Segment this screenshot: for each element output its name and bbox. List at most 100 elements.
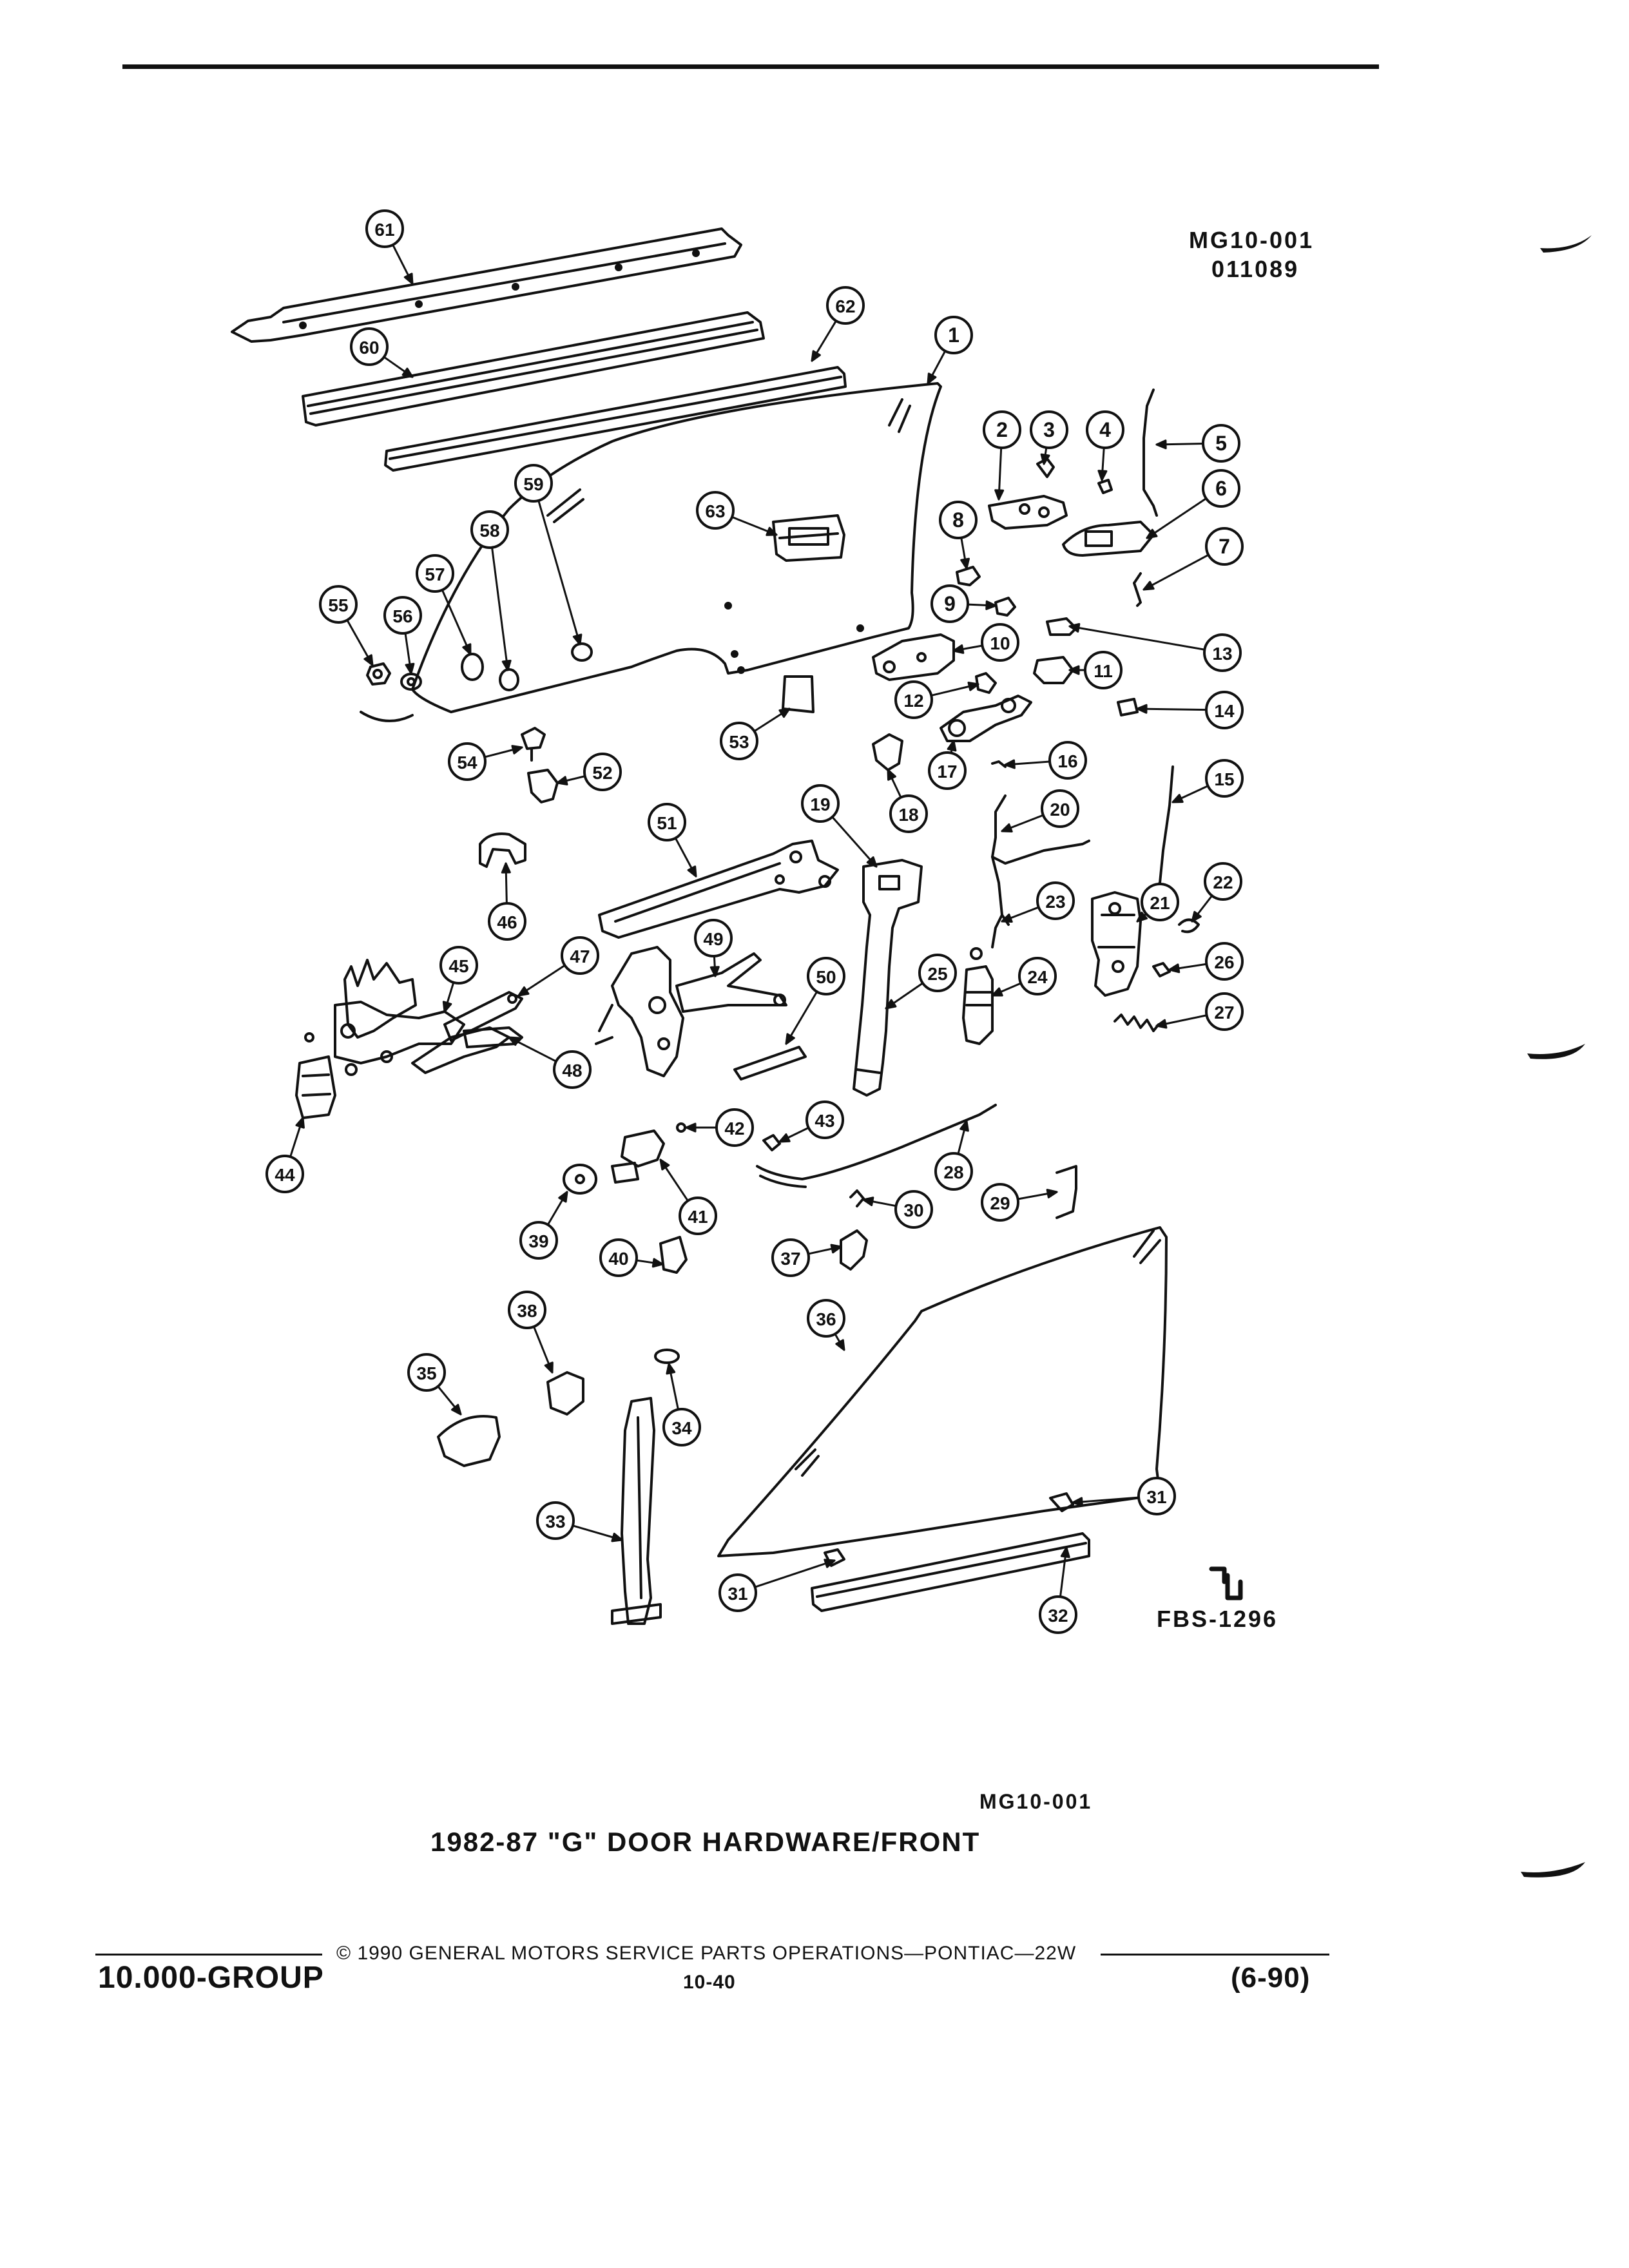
callout-circle <box>894 680 933 719</box>
regulator-arm-part <box>598 840 839 939</box>
handle-rod-part <box>991 794 1090 865</box>
latch-parts-part <box>872 617 1139 716</box>
callout-number: 52 <box>592 763 612 783</box>
callout-number: 60 <box>359 338 379 358</box>
leader-arrow-36 <box>835 1339 845 1351</box>
callout-63: 63 <box>696 491 735 530</box>
lock-rod-part <box>1142 389 1158 517</box>
callout-19: 19 <box>801 784 840 823</box>
callout-circle <box>1205 992 1244 1031</box>
footer-rule-right <box>1101 1954 1329 1956</box>
callout-56: 56 <box>383 596 422 635</box>
callout-16: 16 <box>1048 741 1087 780</box>
leader-arrow-18 <box>887 769 896 781</box>
callout-circle <box>599 1238 638 1277</box>
leader-arrow-5 <box>1155 439 1167 450</box>
callout-24: 24 <box>1018 957 1057 995</box>
leader-arrow-30 <box>862 1196 874 1207</box>
callout-circle <box>1039 1595 1077 1634</box>
callout-54: 54 <box>448 742 487 781</box>
callout-circle <box>416 554 454 593</box>
leader-arrow-27 <box>1155 1019 1168 1029</box>
callout-number: 8 <box>952 508 964 532</box>
clip-rod-part <box>1133 572 1142 607</box>
callout-number: 50 <box>816 967 836 987</box>
callout-circle <box>1202 424 1240 463</box>
spring-clip-part <box>1178 918 1200 934</box>
callout-number: 37 <box>780 1249 800 1269</box>
run-channel-part <box>853 859 923 1097</box>
callout-circle <box>439 946 478 985</box>
leader-arrow-58 <box>501 659 512 671</box>
callout-number: 61 <box>374 220 394 240</box>
leader-arrow-7 <box>1142 581 1155 591</box>
callout-21: 21 <box>1141 883 1179 921</box>
callout-circle <box>679 1196 717 1235</box>
callout-number: 19 <box>810 794 830 814</box>
callout-circle <box>1205 759 1244 798</box>
bottom-channel-part <box>811 1532 1090 1612</box>
window-stop-part <box>840 1229 868 1271</box>
callout-37: 37 <box>771 1238 810 1277</box>
leader-arrow-38 <box>544 1361 554 1374</box>
leader-arrow-2 <box>994 489 1005 501</box>
leader-arrow-35 <box>451 1403 462 1416</box>
callout-number: 38 <box>517 1301 537 1321</box>
leader-arrow-40 <box>651 1258 664 1268</box>
callout-number: 3 <box>1043 418 1055 441</box>
page-title: 1982-87 "G" DOOR HARDWARE/FRONT <box>430 1827 981 1857</box>
callout-number: 48 <box>562 1061 582 1081</box>
callout-circle <box>265 1155 304 1193</box>
callout-43: 43 <box>805 1100 844 1139</box>
window-regulator-part <box>595 946 787 1077</box>
callout-number: 28 <box>943 1162 963 1182</box>
leader-arrow-44 <box>295 1117 305 1129</box>
callout-number: 4 <box>1099 418 1111 441</box>
lower-bracket-part <box>733 1046 807 1081</box>
leader-arrow-45 <box>442 1001 452 1013</box>
guide-clip-part <box>1049 1492 1074 1512</box>
callout-number: 32 <box>1048 1606 1068 1626</box>
leader-arrow-61 <box>403 273 414 285</box>
leader-arrow-50 <box>785 1033 795 1045</box>
leader-arrow-60 <box>401 367 414 378</box>
callout-number: 7 <box>1219 535 1230 558</box>
callout-number: 23 <box>1045 892 1065 912</box>
callout-35: 35 <box>407 1353 446 1392</box>
leader-arrow-55 <box>363 654 374 666</box>
callout-circle <box>1137 1477 1176 1515</box>
callout-number: 55 <box>328 595 348 615</box>
callout-5: 5 <box>1202 424 1240 463</box>
leader-arrow-32 <box>1060 1546 1070 1559</box>
callout-2: 2 <box>983 410 1021 449</box>
callout-9: 9 <box>930 584 969 623</box>
figure-code: MG10-001 <box>1189 227 1315 253</box>
callout-number: 22 <box>1213 872 1233 892</box>
retainer-clip-part <box>956 566 1016 617</box>
fastener-pair-part <box>676 1122 781 1151</box>
leader-line-57 <box>441 589 472 655</box>
callout-31b: 31 <box>718 1573 757 1612</box>
leader-arrow-41 <box>659 1158 670 1171</box>
upper-weatherstrip-part <box>231 227 742 343</box>
leader-arrow-6 <box>1146 528 1158 539</box>
callout-number: 56 <box>392 606 412 626</box>
callout-3: 3 <box>1030 410 1068 449</box>
callout-10: 10 <box>981 623 1019 662</box>
callout-circle <box>561 936 599 975</box>
callout-32: 32 <box>1039 1595 1077 1634</box>
callout-circle <box>1205 691 1244 729</box>
callout-circle <box>514 464 553 503</box>
leader-arrow-17 <box>947 740 957 752</box>
leader-arrow-37 <box>830 1244 842 1254</box>
leader-arrow-23 <box>1001 913 1013 923</box>
callout-circle <box>519 1221 558 1260</box>
callout-number: 44 <box>275 1165 295 1185</box>
callout-46: 46 <box>488 902 526 941</box>
callout-44: 44 <box>265 1155 304 1193</box>
callout-60: 60 <box>350 327 389 366</box>
footer-rule-left <box>95 1954 322 1956</box>
leader-arrow-51 <box>687 865 697 878</box>
belt-molding-part <box>302 311 765 427</box>
